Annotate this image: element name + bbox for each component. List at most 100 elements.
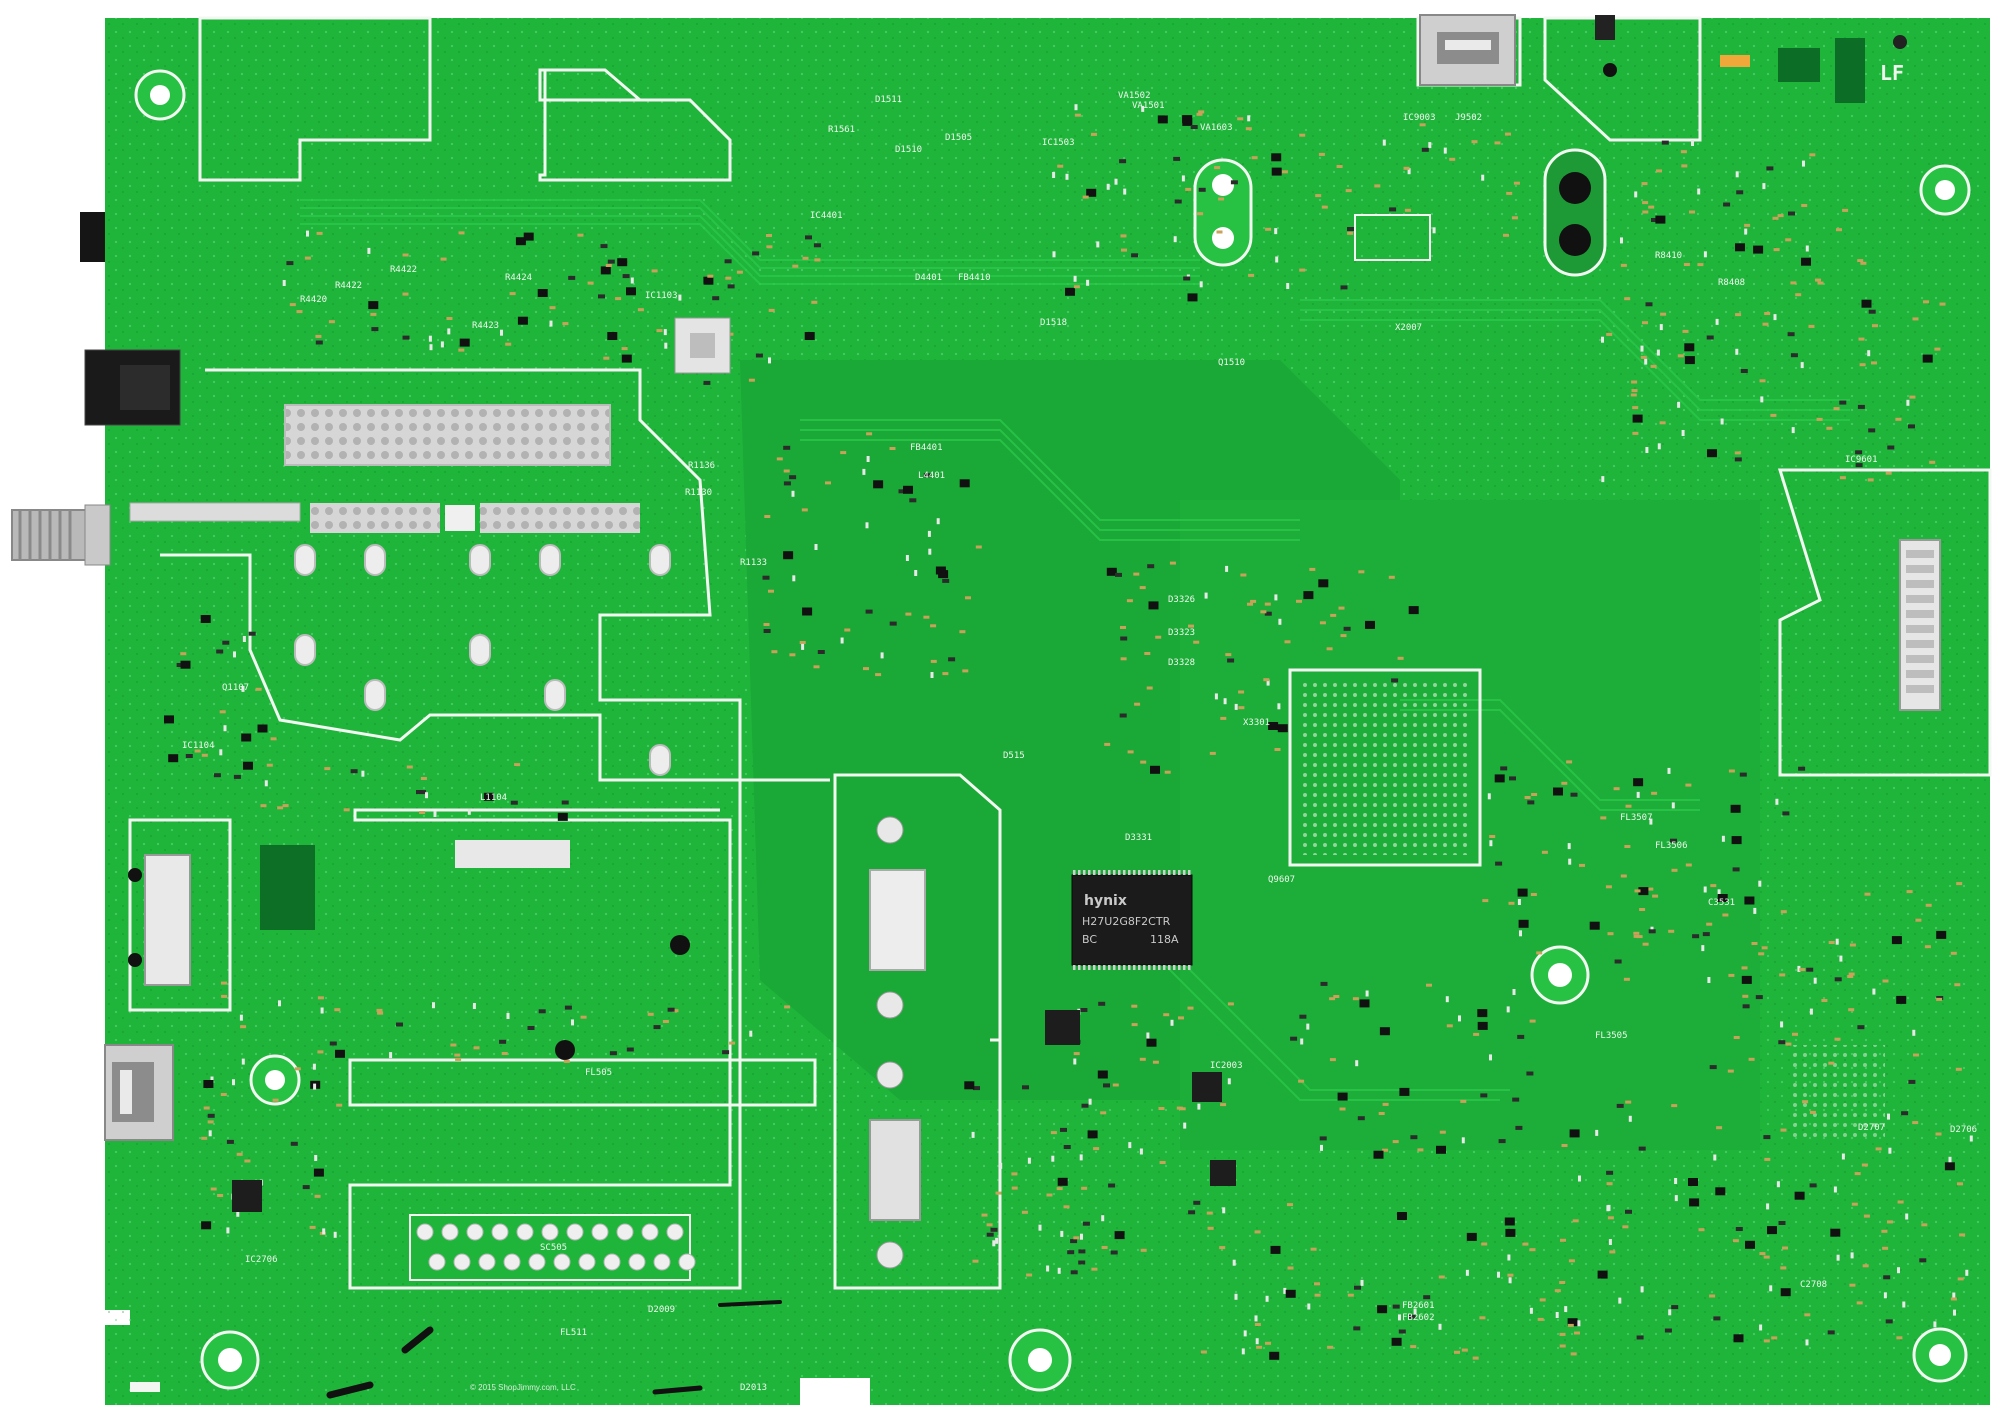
smd-part bbox=[1284, 640, 1291, 644]
smd-part bbox=[1299, 133, 1306, 137]
smd-part bbox=[1169, 561, 1176, 565]
smd-part bbox=[1225, 653, 1232, 657]
smd-part bbox=[1805, 245, 1809, 252]
smd-part bbox=[416, 790, 423, 794]
smd-part bbox=[1778, 1221, 1786, 1225]
smd-part bbox=[1897, 1200, 1904, 1204]
smd-part bbox=[1320, 1144, 1323, 1151]
smd-part bbox=[1733, 1334, 1744, 1343]
smd-part bbox=[1307, 1303, 1311, 1310]
smd-part bbox=[1218, 197, 1225, 201]
smd-part bbox=[1489, 1054, 1492, 1061]
smd-part bbox=[1763, 1255, 1770, 1259]
smd-part bbox=[440, 257, 447, 261]
smd-part bbox=[1358, 570, 1365, 574]
smd-part bbox=[1379, 1027, 1390, 1036]
smd-part bbox=[1809, 1110, 1816, 1114]
smd-part bbox=[1114, 1231, 1125, 1240]
label-ic1503: IC1503 bbox=[1042, 138, 1075, 148]
smd-part bbox=[1753, 245, 1764, 254]
smd-part bbox=[1529, 1307, 1533, 1314]
smd-part bbox=[1119, 713, 1127, 718]
smd-part bbox=[667, 1007, 675, 1012]
smd-part bbox=[1883, 1275, 1891, 1280]
smd-part bbox=[1046, 1193, 1053, 1197]
smd-part bbox=[1120, 636, 1128, 641]
smd-part bbox=[1597, 1270, 1608, 1279]
smd-part bbox=[766, 234, 772, 237]
smd-part bbox=[930, 624, 937, 628]
smd-part bbox=[1480, 1093, 1488, 1098]
smd-part bbox=[1465, 1269, 1469, 1276]
smd-part bbox=[1250, 599, 1257, 603]
smd-part bbox=[1065, 287, 1075, 296]
smd-part bbox=[1785, 238, 1792, 242]
smd-part bbox=[1668, 929, 1675, 933]
smd-part bbox=[440, 341, 444, 348]
smd-part bbox=[1128, 1142, 1132, 1149]
smd-part bbox=[923, 615, 930, 619]
smd-part bbox=[1717, 889, 1721, 896]
smd-part bbox=[1706, 922, 1713, 926]
smd-part bbox=[1108, 1183, 1116, 1188]
chip-line-3: 118A bbox=[1150, 933, 1179, 946]
smd-part bbox=[1082, 1221, 1090, 1226]
smd-part bbox=[1731, 836, 1742, 845]
smd-part bbox=[313, 1083, 317, 1090]
crystal-block bbox=[455, 840, 570, 868]
smd-part bbox=[1684, 343, 1695, 352]
scart-pin bbox=[503, 1253, 521, 1271]
smd-part bbox=[1498, 1139, 1506, 1144]
smd-part bbox=[1735, 243, 1745, 252]
hole-black-2 bbox=[555, 1040, 575, 1060]
smd-part bbox=[1735, 313, 1742, 317]
pin-header-strip-2 bbox=[310, 503, 440, 533]
smd-part bbox=[1120, 234, 1127, 238]
smd-part bbox=[1887, 445, 1895, 450]
smd-part bbox=[515, 237, 526, 246]
smd-part bbox=[203, 1106, 210, 1110]
smd-part bbox=[1365, 990, 1369, 997]
smd-part bbox=[509, 292, 516, 296]
smd-part bbox=[389, 1052, 393, 1059]
smd-part bbox=[1277, 703, 1281, 710]
smd-part bbox=[1223, 698, 1227, 705]
smd-part bbox=[1214, 693, 1218, 700]
smd-part bbox=[1507, 1254, 1511, 1261]
smd-part bbox=[1347, 231, 1354, 235]
scart-pin bbox=[416, 1223, 434, 1241]
smd-part bbox=[1755, 995, 1763, 1000]
smd-part bbox=[776, 457, 783, 461]
smd-part bbox=[1801, 257, 1811, 266]
smd-part bbox=[402, 253, 409, 257]
smd-part bbox=[1651, 218, 1658, 222]
smd-part bbox=[315, 334, 322, 338]
smd-part bbox=[1827, 1330, 1835, 1335]
smd-part bbox=[312, 1063, 316, 1070]
smd-part bbox=[241, 685, 245, 692]
smd-part bbox=[1080, 1233, 1083, 1240]
smd-part bbox=[811, 300, 818, 304]
smd-part bbox=[1651, 791, 1658, 795]
smd-part bbox=[840, 451, 847, 455]
smd-part bbox=[1681, 430, 1685, 436]
smd-part bbox=[1802, 1100, 1809, 1104]
smd-part bbox=[1555, 1312, 1559, 1318]
smd-part bbox=[329, 1041, 337, 1046]
smd-part bbox=[748, 378, 755, 382]
label-r1133: R1133 bbox=[740, 558, 767, 568]
d-sub-connector bbox=[869, 816, 926, 1269]
smd-part bbox=[1100, 1111, 1107, 1115]
smd-part bbox=[905, 612, 912, 616]
scart-pin bbox=[603, 1253, 621, 1271]
smd-part bbox=[1073, 275, 1077, 282]
smd-part bbox=[1800, 362, 1804, 369]
smd-part bbox=[1773, 248, 1780, 252]
smd-part bbox=[200, 615, 211, 623]
smd-part bbox=[1506, 191, 1513, 195]
smd-part bbox=[1632, 431, 1639, 435]
smd-part bbox=[1722, 913, 1729, 917]
smd-part bbox=[626, 1047, 634, 1052]
smd-part bbox=[1074, 104, 1078, 111]
smd-part bbox=[1398, 1314, 1401, 1321]
